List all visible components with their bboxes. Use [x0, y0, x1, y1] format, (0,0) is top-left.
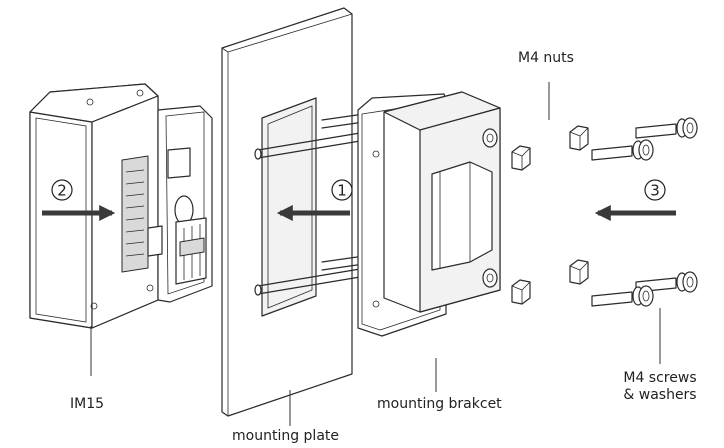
nut-upper — [511, 145, 531, 171]
nut-right-upper — [569, 125, 589, 151]
step-3-label: 3 — [650, 182, 660, 200]
m4-nuts — [511, 125, 589, 305]
m4-screws-label-line2: & washers — [623, 387, 697, 403]
step-3-arrow: 3 — [594, 179, 676, 222]
im15-device — [29, 83, 213, 329]
step-1-arrow: 1 — [276, 179, 353, 222]
step-2-label: 2 — [57, 182, 67, 200]
mounting-bracket-label: mounting brakcet — [377, 396, 502, 412]
mounting-bracket — [357, 91, 501, 337]
step-2-arrow: 2 — [42, 179, 116, 222]
leader-lines — [90, 82, 661, 426]
m4-screws-label-line1: M4 screws — [623, 370, 697, 386]
nut-lower — [511, 279, 531, 305]
m4-screws — [591, 117, 698, 307]
step-1-label: 1 — [337, 182, 347, 200]
m4-nuts-label: M4 nuts — [518, 50, 574, 66]
im15-label: IM15 — [70, 396, 105, 412]
connector-block — [121, 147, 207, 285]
screw-1 — [635, 117, 698, 139]
m4-screws-label: M4 screws & washers — [610, 370, 710, 404]
nut-right-lower — [569, 259, 589, 285]
mounting-plate-label: mounting plate — [232, 428, 339, 444]
screw-4 — [591, 285, 654, 307]
screw-2 — [591, 139, 654, 161]
